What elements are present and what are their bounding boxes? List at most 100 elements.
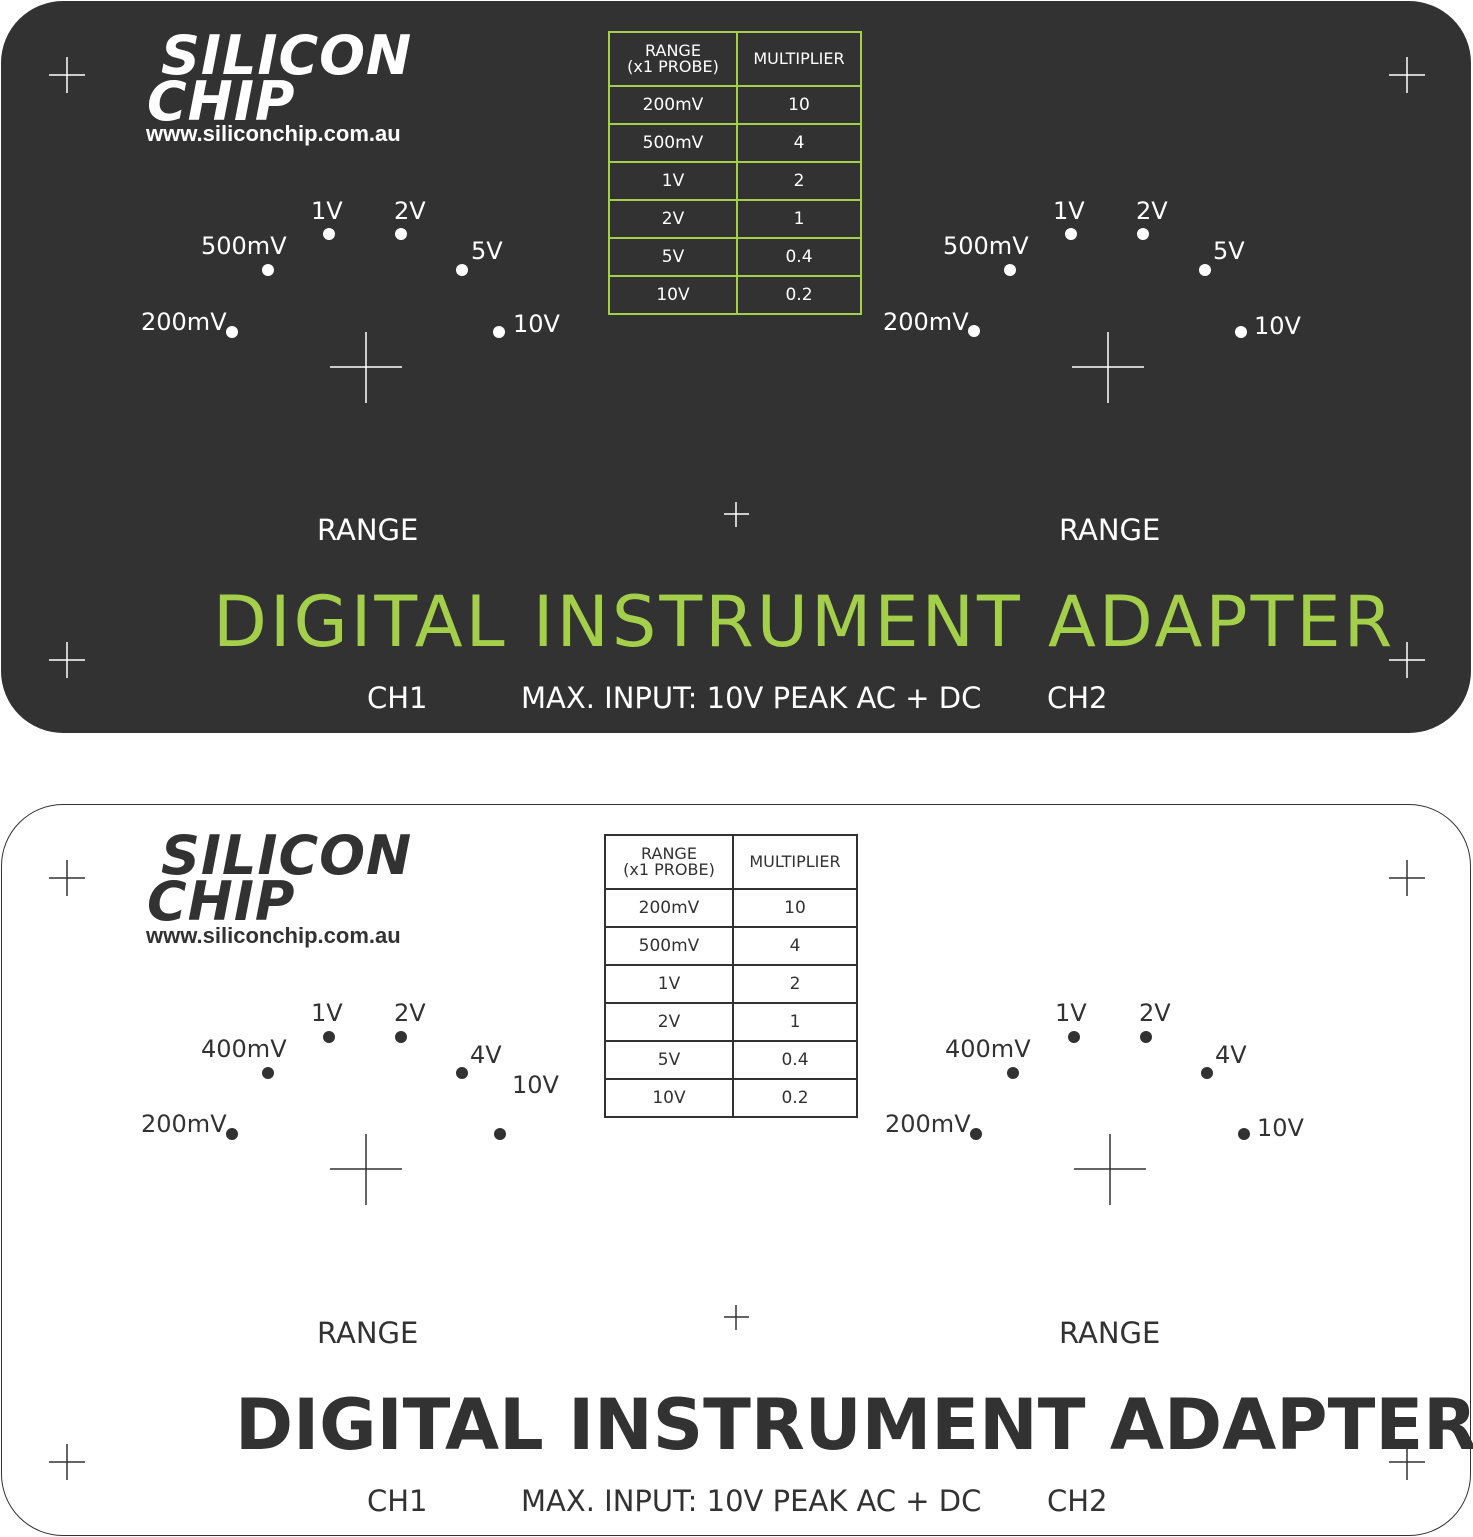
dial-dot [226, 326, 238, 338]
footer-max-input: MAX. INPUT: 10V PEAK AC + DC [521, 681, 982, 715]
crosshair-marks [49, 860, 1425, 1480]
dial-dot [395, 1031, 407, 1043]
dial-label-200mv: 200mV [885, 1110, 971, 1138]
dial-label-400mv: 400mV [201, 1035, 287, 1063]
footer-ch1: CH1 [367, 681, 428, 715]
dial-label-1v: 1V [1055, 999, 1087, 1027]
dial-label-1v: 1V [1053, 197, 1085, 225]
cell-range: 5V [604, 1040, 734, 1080]
dial-dot [226, 1128, 238, 1140]
cell-range: 1V [608, 161, 738, 201]
table-header-row: RANGE (x1 PROBE) MULTIPLIER [608, 31, 862, 87]
footer-ch1: CH1 [367, 1484, 428, 1518]
header-range: RANGE (x1 PROBE) [608, 31, 738, 87]
logo-silicon: SILICON [161, 824, 413, 887]
cell-range: 500mV [608, 123, 738, 163]
cell-multiplier: 1 [732, 1002, 858, 1042]
dial-label-2v: 2V [394, 197, 426, 225]
header-range-label: RANGE [641, 844, 697, 863]
cell-range: 10V [608, 275, 738, 315]
cell-multiplier: 10 [736, 85, 862, 125]
cell-range: 2V [608, 199, 738, 239]
dial-label-400mv: 400mV [945, 1035, 1031, 1063]
cell-multiplier: 0.4 [732, 1040, 858, 1080]
header-range-sub: (x1 PROBE) [623, 860, 715, 879]
header-multiplier: MULTIPLIER [732, 834, 858, 890]
dial-label-5v: 5V [471, 237, 503, 265]
dial-label-10v: 10V [513, 310, 560, 338]
dial-label-500mv: 500mV [943, 232, 1029, 260]
dial-label-200mv: 200mV [141, 308, 227, 336]
dial-dot [494, 1128, 506, 1140]
dial-label-500mv: 500mV [201, 232, 287, 260]
dial-dot [1238, 1128, 1250, 1140]
footer-ch2: CH2 [1047, 1484, 1108, 1518]
logo-silicon: SILICON [161, 24, 413, 87]
dial-label-10v: 10V [512, 1071, 559, 1099]
dial-label-10v: 10V [1254, 312, 1301, 340]
cell-multiplier: 2 [732, 964, 858, 1004]
dial-dot [968, 325, 980, 337]
dial-label-2v: 2V [394, 999, 426, 1027]
front-panel-dark: SILICON CHIP www.siliconchip.com.au 200m… [1, 1, 1471, 733]
dial-label-4v: 4V [1215, 1041, 1247, 1069]
dial-dot [323, 1031, 335, 1043]
dial-dot [395, 228, 407, 240]
logo-url: www.siliconchip.com.au [146, 923, 401, 948]
dial-dot [1004, 264, 1016, 276]
cell-multiplier: 4 [732, 926, 858, 966]
dial-dot [1068, 1031, 1080, 1043]
range-label-ch2: RANGE [1059, 513, 1161, 547]
cell-multiplier: 0.2 [736, 275, 862, 315]
dial-dot [970, 1128, 982, 1140]
cell-multiplier: 4 [736, 123, 862, 163]
panel-title: DIGITAL INSTRUMENT ADAPTER [235, 1384, 1473, 1466]
dial-label-200mv: 200mV [883, 308, 969, 336]
cell-multiplier: 1 [736, 199, 862, 239]
header-range: RANGE (x1 PROBE) [604, 834, 734, 890]
dial-label-1v: 1V [311, 999, 343, 1027]
dial-dot [262, 264, 274, 276]
front-panel-light: SILICON CHIP www.siliconchip.com.au 200m… [1, 804, 1473, 1536]
cell-range: 200mV [608, 85, 738, 125]
dial-dot [1140, 1031, 1152, 1043]
dial-dot [262, 1067, 274, 1079]
dial-label-1v: 1V [311, 197, 343, 225]
range-label-ch2: RANGE [1059, 1316, 1161, 1350]
dial-dot [323, 228, 335, 240]
range-label-ch1: RANGE [317, 1316, 419, 1350]
cell-range: 1V [604, 964, 734, 1004]
dial-label-10v: 10V [1257, 1114, 1304, 1142]
crosshair-marks [49, 57, 1425, 678]
dial-dot [456, 264, 468, 276]
cell-range: 10V [604, 1078, 734, 1118]
cell-multiplier: 2 [736, 161, 862, 201]
header-range-sub: (x1 PROBE) [627, 57, 719, 76]
logo-chip: CHIP [147, 870, 296, 933]
dial-label-2v: 2V [1139, 999, 1171, 1027]
dial-label-4v: 4V [470, 1041, 502, 1069]
cell-range: 200mV [604, 888, 734, 928]
dial-dot [1199, 264, 1211, 276]
cell-multiplier: 0.2 [732, 1078, 858, 1118]
dial-dot [1235, 326, 1247, 338]
cell-multiplier: 10 [732, 888, 858, 928]
table-header-row: RANGE (x1 PROBE) MULTIPLIER [604, 834, 858, 890]
range-label-ch1: RANGE [317, 513, 419, 547]
footer-ch2: CH2 [1047, 681, 1108, 715]
dial-dot [1137, 228, 1149, 240]
dial-label-200mv: 200mV [141, 1110, 227, 1138]
dial-dot [493, 326, 505, 338]
